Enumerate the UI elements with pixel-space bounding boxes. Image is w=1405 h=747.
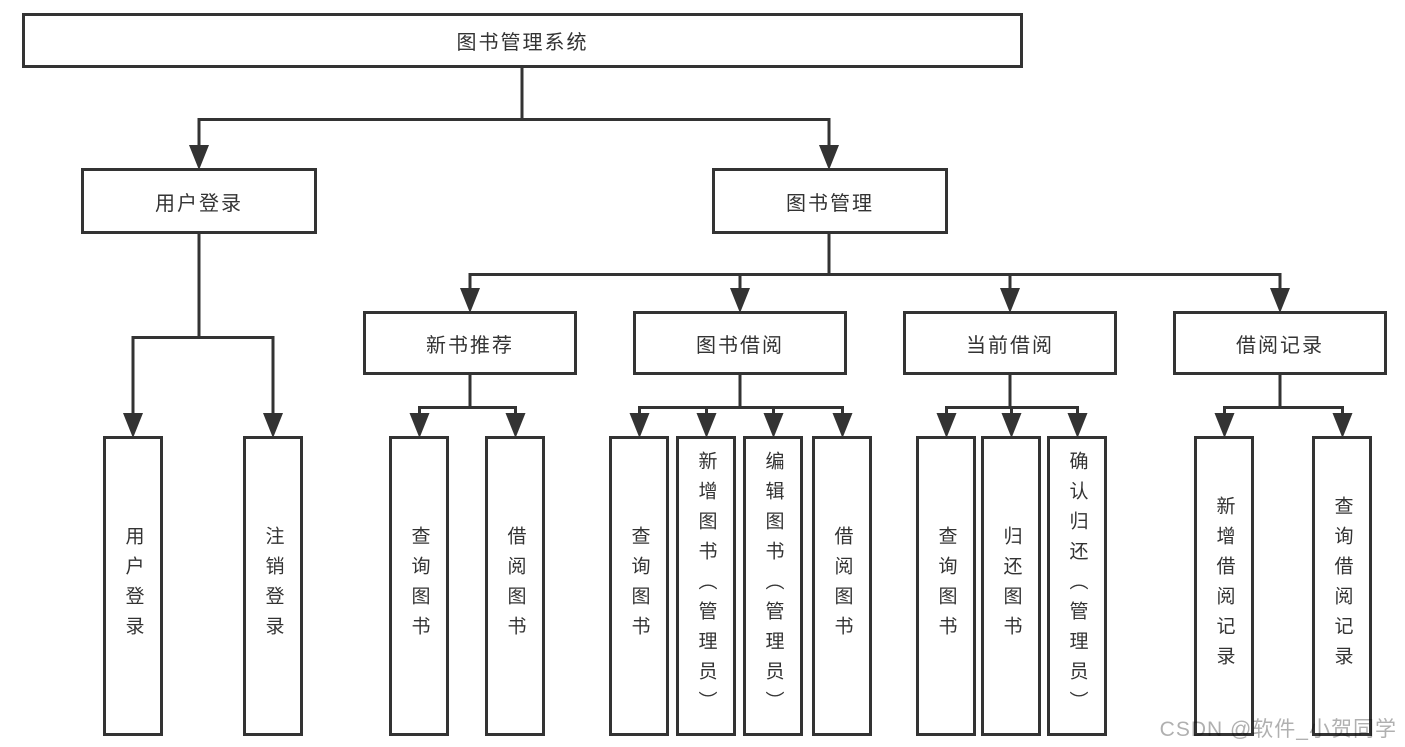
node-user-login-label: 用户登录 [155,192,243,215]
leaf-borrow-books: 借阅图书 [812,436,872,736]
leaf-current-query-books-label: 查询图书 [935,526,957,646]
leaf-user-login-label: 用户登录 [122,526,144,646]
node-new-book-recommend-label: 新书推荐 [426,334,514,357]
leaf-user-login: 用户登录 [103,436,163,736]
node-root-system: 图书管理系统 [22,13,1023,68]
node-user-login: 用户登录 [81,168,317,234]
leaf-confirm-return-admin: 确认归还（管理员） [1047,436,1107,736]
leaf-add-borrow-record: 新增借阅记录 [1194,436,1254,736]
node-book-management: 图书管理 [712,168,948,234]
leaf-query-borrow-record-label: 查询借阅记录 [1331,496,1353,676]
leaf-recommend-query-books-label: 查询图书 [408,526,430,646]
leaf-recommend-query-books: 查询图书 [389,436,449,736]
leaf-borrow-query-books-label: 查询图书 [628,526,650,646]
leaf-add-book-admin-label: 新增图书（管理员） [695,451,717,721]
leaf-borrow-books-label: 借阅图书 [831,526,853,646]
node-book-management-label: 图书管理 [786,192,874,215]
leaf-borrow-query-books: 查询图书 [609,436,669,736]
node-book-borrow: 图书借阅 [633,311,847,375]
leaf-return-book: 归还图书 [981,436,1041,736]
node-current-borrow-label: 当前借阅 [966,334,1054,357]
node-borrow-record-label: 借阅记录 [1236,334,1324,357]
leaf-logout-label: 注销登录 [262,526,284,646]
node-current-borrow: 当前借阅 [903,311,1117,375]
leaf-recommend-borrow-books-label: 借阅图书 [504,526,526,646]
leaf-return-book-label: 归还图书 [1000,526,1022,646]
leaf-edit-book-admin: 编辑图书（管理员） [743,436,803,736]
node-borrow-record: 借阅记录 [1173,311,1387,375]
leaf-current-query-books: 查询图书 [916,436,976,736]
node-new-book-recommend: 新书推荐 [363,311,577,375]
arrowheads [123,145,1353,438]
csdn-watermark: CSDN @软件_小贺同学 [1159,718,1397,741]
leaf-query-borrow-record: 查询借阅记录 [1312,436,1372,736]
leaf-recommend-borrow-books: 借阅图书 [485,436,545,736]
leaf-logout: 注销登录 [243,436,303,736]
node-root-label: 图书管理系统 [456,32,589,54]
leaf-add-book-admin: 新增图书（管理员） [676,436,736,736]
node-book-borrow-label: 图书借阅 [696,334,784,357]
leaf-edit-book-admin-label: 编辑图书（管理员） [762,451,784,721]
leaf-confirm-return-admin-label: 确认归还（管理员） [1066,451,1088,721]
leaf-add-borrow-record-label: 新增借阅记录 [1213,496,1235,676]
